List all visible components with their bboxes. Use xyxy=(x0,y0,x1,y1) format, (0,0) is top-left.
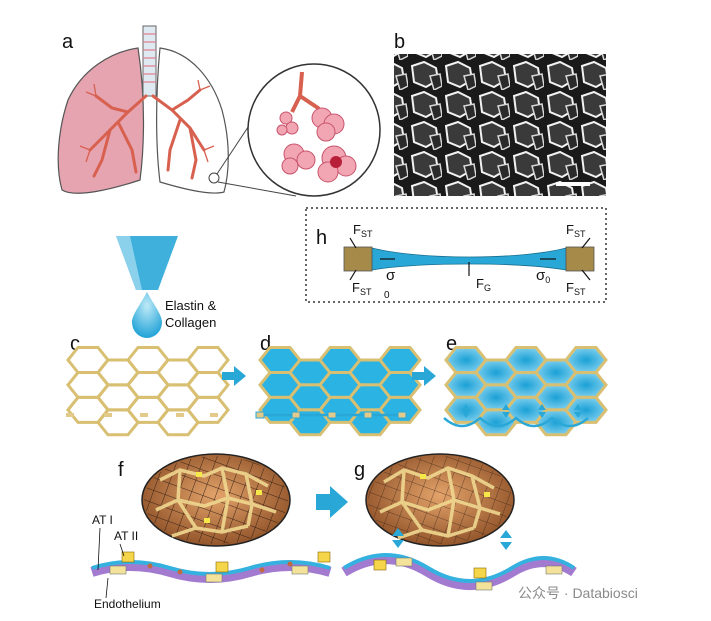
fst-top-right: FST xyxy=(566,222,586,239)
lung-illustration xyxy=(57,25,297,197)
dropper-label-line1: Elastin & xyxy=(165,298,217,313)
membrane-f xyxy=(90,551,332,583)
scale-bar xyxy=(556,182,590,186)
sigma-right: σ0 xyxy=(536,267,550,285)
panel-h-box: h FST FST FST FST σ 0 σ0 FG xyxy=(305,207,607,303)
panel-h-letter: h xyxy=(316,227,327,249)
tissue-oval-f xyxy=(141,453,291,547)
watermark: 公众号 · Databiosci xyxy=(518,585,638,601)
label-leader-lines xyxy=(97,527,125,599)
arrow-c-to-d xyxy=(222,366,246,386)
membrane-g xyxy=(341,528,577,591)
hex-c-cell-12 xyxy=(186,346,230,374)
hex-e-cell-13 xyxy=(564,371,608,399)
hex-e-cell-12 xyxy=(564,346,608,374)
cross-section-e xyxy=(443,404,589,428)
arrow-d-to-e xyxy=(412,366,436,386)
tissue-oval-g xyxy=(365,453,515,547)
fg-label: FG xyxy=(476,276,491,293)
sigma-left: σ xyxy=(386,267,396,284)
hex-d-cell-12 xyxy=(378,346,422,374)
label-at2: AT II xyxy=(114,529,138,543)
dropper: Elastin & Collagen xyxy=(116,236,217,338)
fst-bottom-right: FST xyxy=(566,280,586,297)
hex-c-cell-14 xyxy=(186,395,230,424)
label-at1: AT I xyxy=(92,513,113,527)
panel-g-letter: g xyxy=(354,459,365,481)
fst-top-left: FST xyxy=(353,222,373,239)
panel-b-letter: b xyxy=(394,31,405,53)
arrow-f-to-g xyxy=(316,486,348,518)
panel-a-letter: a xyxy=(62,31,74,53)
cross-section-c xyxy=(66,413,218,417)
alveoli-zoom xyxy=(247,63,381,197)
label-endothelium: Endothelium xyxy=(94,597,161,611)
hex-e-cell-14 xyxy=(564,395,608,424)
sem-image xyxy=(394,54,606,196)
hex-network-c xyxy=(66,346,230,437)
fst-bottom-left: FST xyxy=(352,280,372,297)
sigma-left-sub: 0 xyxy=(384,290,390,301)
panel-c-letter: c xyxy=(70,333,80,355)
panel-e-letter: e xyxy=(446,333,457,355)
dropper-label-line2: Collagen xyxy=(165,315,216,330)
cross-section-d xyxy=(255,411,407,419)
hex-network-d xyxy=(258,346,422,437)
panel-d-letter: d xyxy=(260,333,271,355)
hex-d-cell-14 xyxy=(378,395,422,424)
panel-f-letter: f xyxy=(118,459,124,481)
